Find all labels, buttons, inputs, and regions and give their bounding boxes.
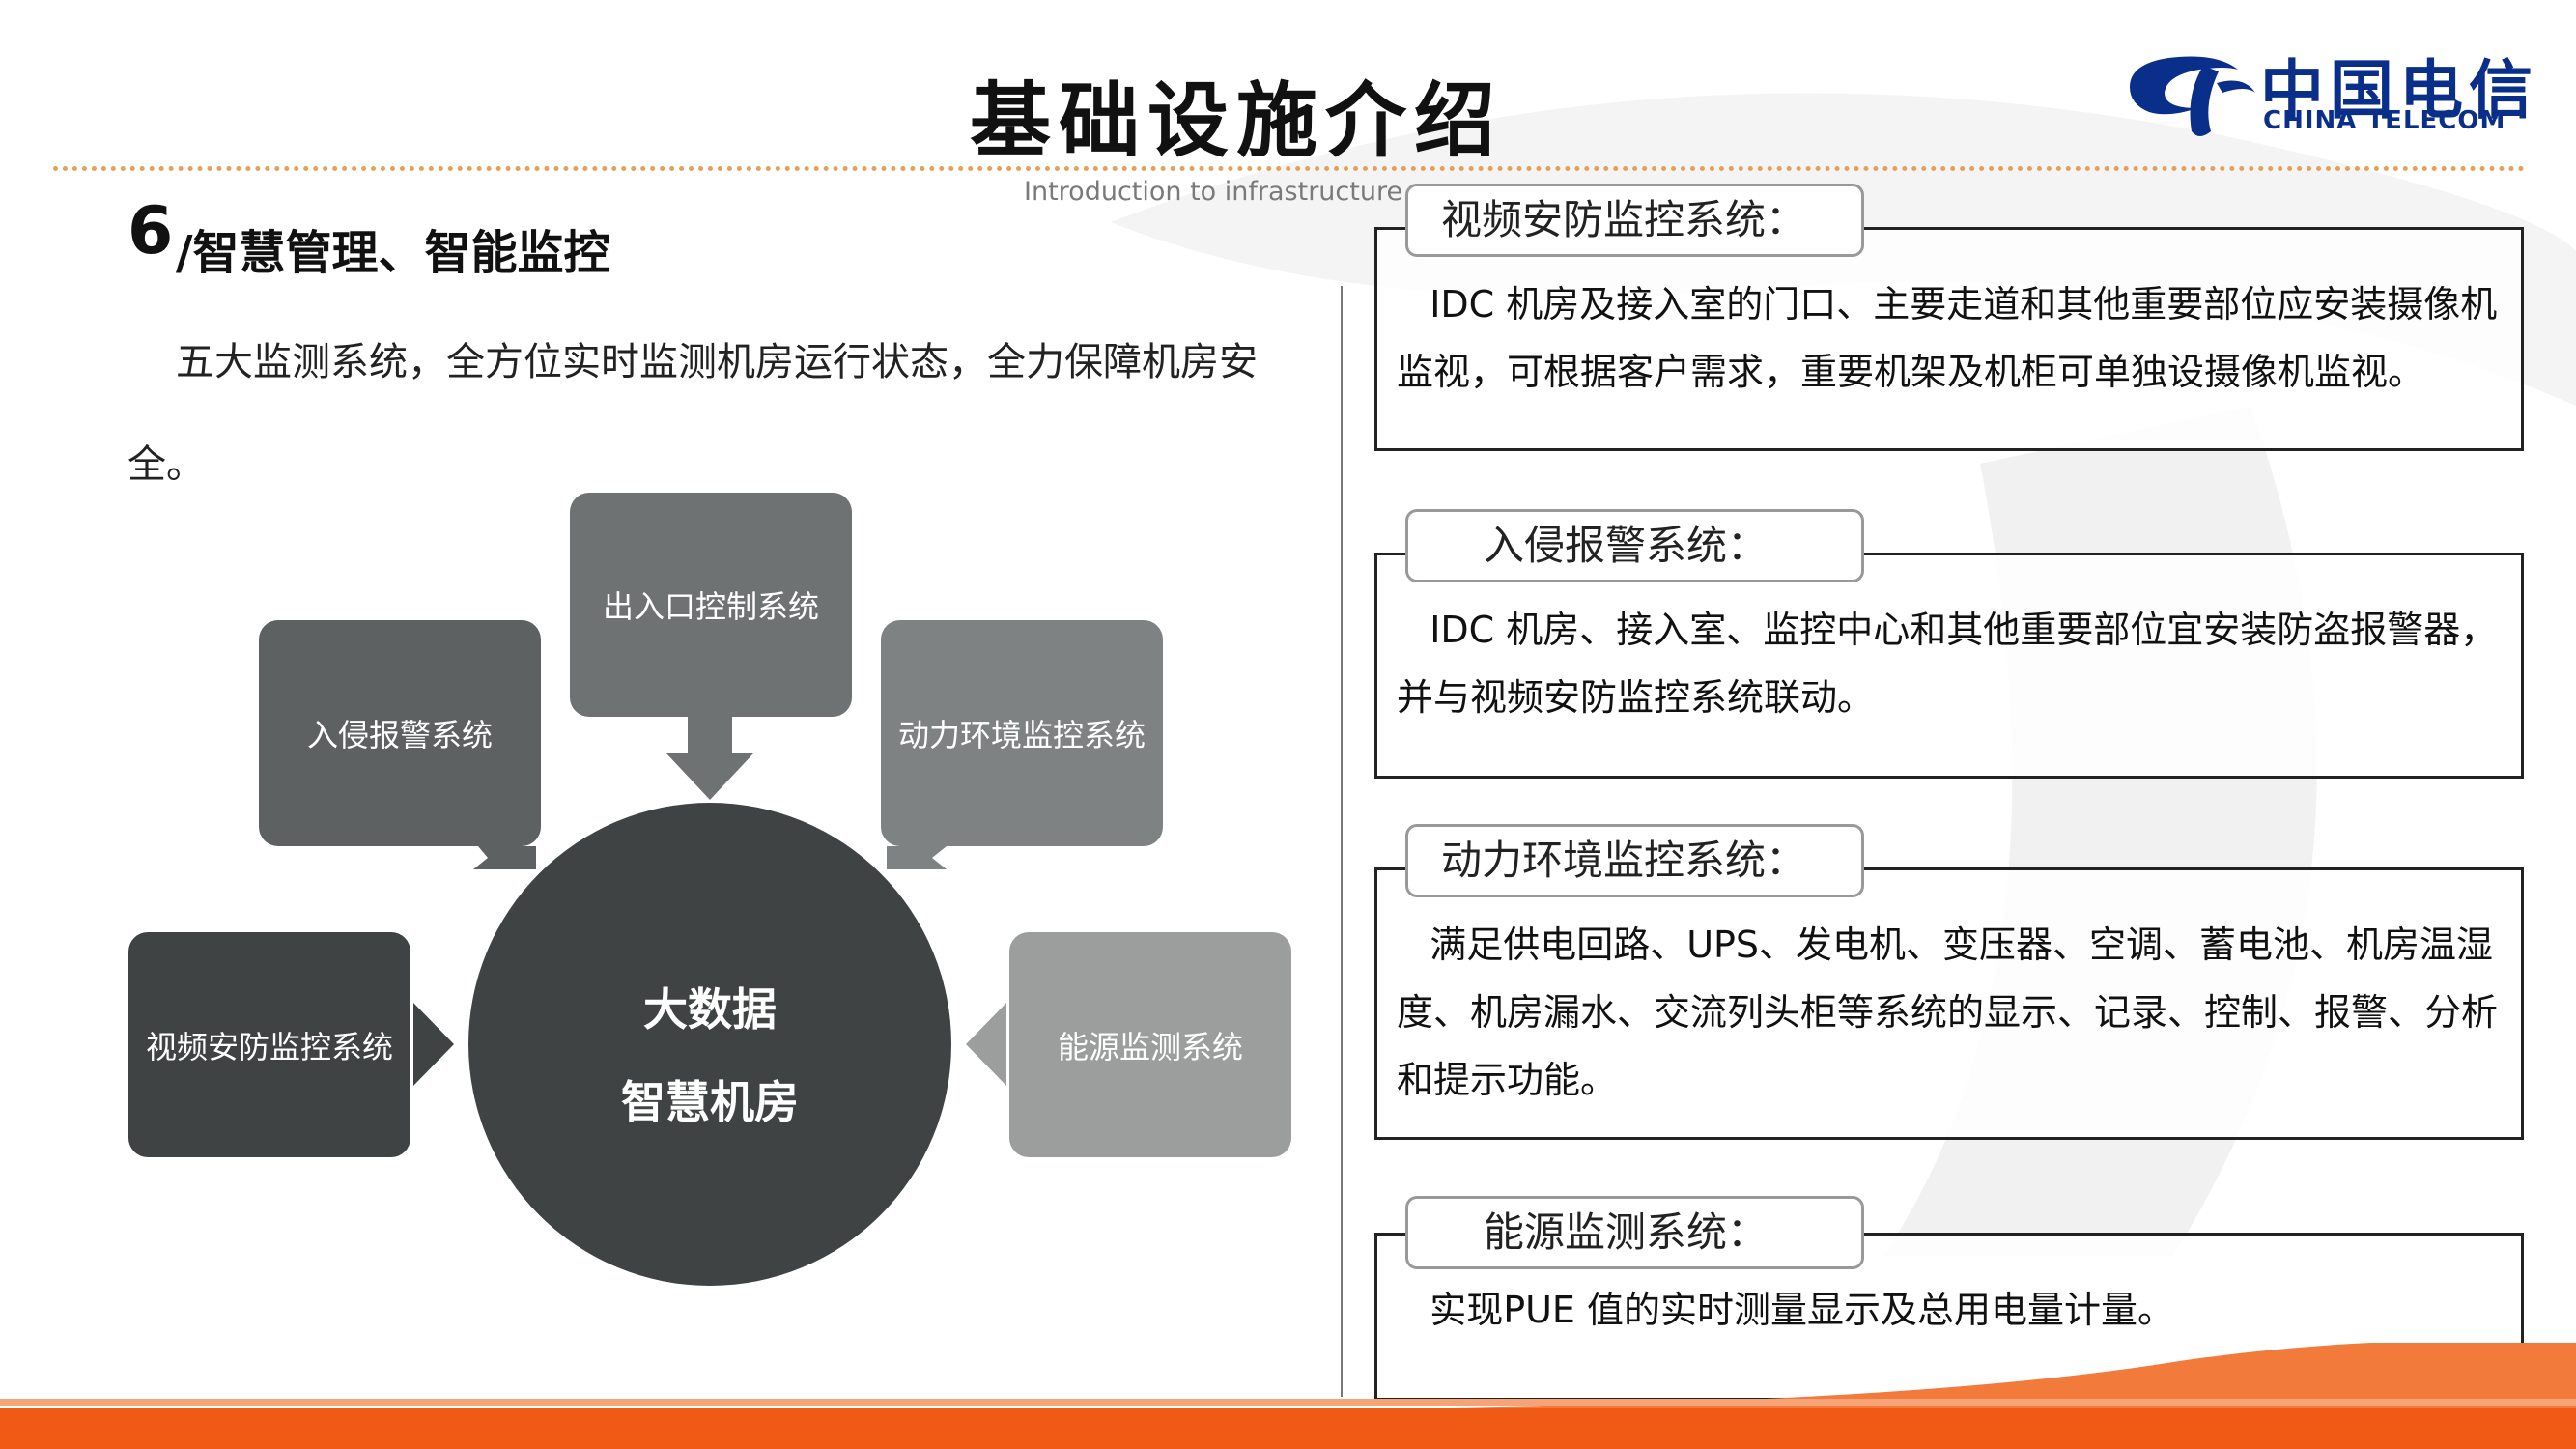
node-power-env-monitoring: 动力环境监控系统 — [881, 620, 1163, 846]
info-text: IDC 机房、接入室、监控中心和其他重要部位宜安装防盗报警器，并与视频安防监控系… — [1397, 609, 2498, 719]
node-video-surveillance: 视频安防监控系统 — [128, 932, 410, 1157]
hub-label-line2: 智慧机房 — [621, 1076, 799, 1128]
info-box-intrusion-alarm: IDC 机房、接入室、监控中心和其他重要部位宜安装防盗报警器，并与视频安防监控系… — [1374, 553, 2524, 779]
hub-label-line1: 大数据 — [643, 983, 777, 1036]
info-box-power-env-monitoring: 满足供电回路、UPS、发电机、变压器、空调、蓄电池、机房温湿度、机房漏水、交流列… — [1374, 867, 2524, 1140]
footer-band — [0, 1343, 2576, 1449]
vertical-divider — [1341, 286, 1343, 1397]
section-number: 6 — [127, 193, 174, 270]
node-intrusion-alarm: 入侵报警系统 — [259, 620, 541, 846]
node-access-control: 出入口控制系统 — [570, 493, 852, 717]
info-title-video-surveillance: 视频安防监控系统： — [1405, 184, 1864, 257]
intro-text: 五大监测系统，全方位实时监测机房运行状态，全力保障机房安全。 — [127, 340, 1258, 487]
info-text: 实现PUE 值的实时测量显示及总用电量计量。 — [1430, 1289, 2175, 1331]
page-title: 基础设施介绍 — [969, 73, 1503, 168]
logo-english-name: CHINA TELECOM — [2263, 106, 2506, 135]
arrow-upper-left-icon — [473, 846, 536, 869]
arrow-right-icon — [413, 1003, 454, 1086]
arrow-left-icon — [966, 1003, 1006, 1086]
arrow-down-icon — [666, 717, 753, 800]
info-title-power-env-monitoring: 动力环境监控系统： — [1405, 824, 1864, 897]
info-title-intrusion-alarm: 入侵报警系统： — [1405, 509, 1864, 582]
info-box-video-surveillance: IDC 机房及接入室的门口、主要走道和其他重要部位应安装摄像机监视，可根据客户需… — [1374, 227, 2524, 451]
info-text: IDC 机房及接入室的门口、主要走道和其他重要部位应安装摄像机监视，可根据客户需… — [1397, 283, 2498, 393]
logo-name: 中国电信 — [2260, 53, 2538, 128]
info-text: 满足供电回路、UPS、发电机、变压器、空调、蓄电池、机房温湿度、机房漏水、交流列… — [1397, 923, 2499, 1101]
china-telecom-logo-icon — [2130, 56, 2255, 136]
hub-circle — [468, 803, 951, 1286]
section-title: /智慧管理、智能监控 — [176, 226, 610, 280]
page-subtitle: Introduction to infrastructure — [1024, 177, 1403, 207]
hub-label: 大数据 智慧机房 — [468, 814, 951, 1297]
arrow-upper-right-icon — [887, 846, 947, 869]
node-energy-monitoring: 能源监测系统 — [1009, 932, 1291, 1157]
header-divider — [53, 166, 2526, 171]
info-title-energy-monitoring: 能源监测系统： — [1405, 1196, 1864, 1269]
